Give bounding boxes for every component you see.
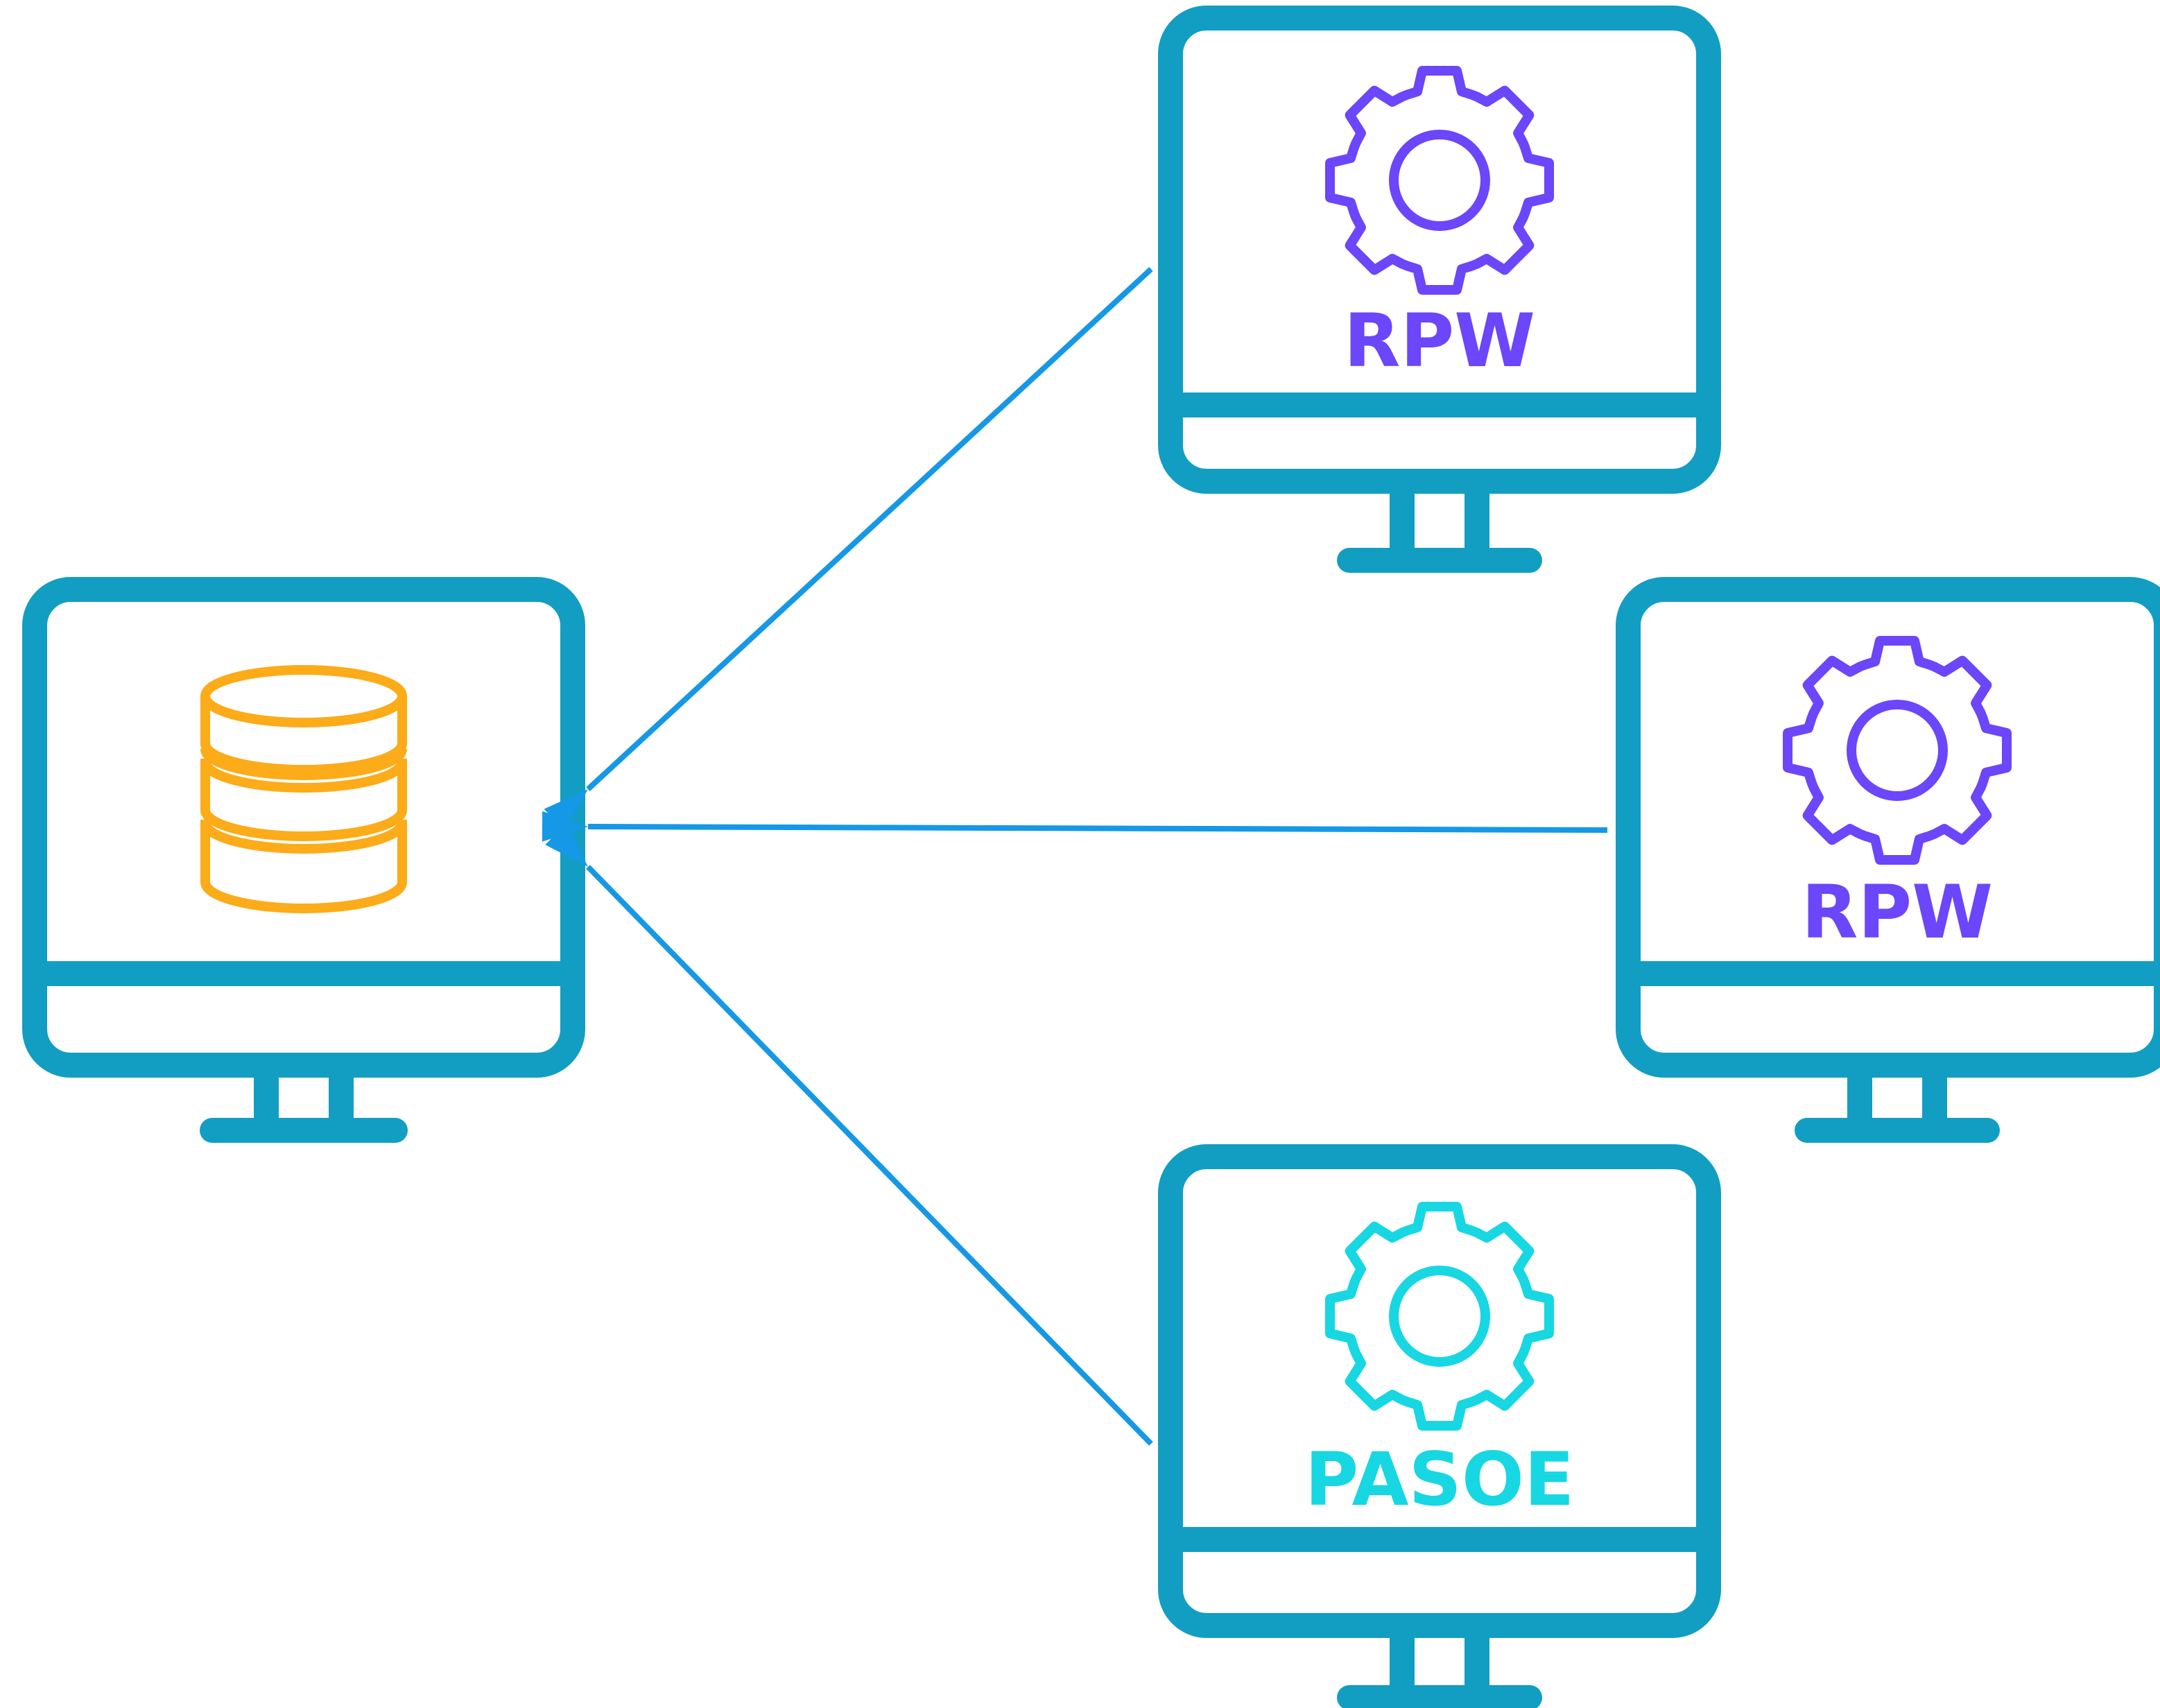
- gear-icon: [1325, 1202, 1554, 1431]
- monitor-icon: [1616, 577, 2160, 1143]
- connections: [542, 267, 1608, 1446]
- database-monitor: [22, 577, 585, 1143]
- node-label-pasoe: PASOE: [1305, 1437, 1575, 1522]
- node-label-rpw: RPW: [1802, 870, 1993, 955]
- database-icon: [200, 665, 407, 913]
- rpw-monitor-top: RPW: [1158, 6, 1721, 573]
- arrow-pasoe-to-database: [545, 823, 1153, 1446]
- arrow-rpw-top-to-database: [544, 267, 1153, 831]
- gear-icon: [1783, 636, 2012, 865]
- arrow-rpw-right-to-database: [542, 811, 1608, 842]
- monitor-icon: [1158, 1144, 1721, 1708]
- monitor-icon: [1158, 6, 1721, 573]
- pasoe-monitor-bottom: PASOE: [1158, 1144, 1721, 1708]
- node-label-rpw: RPW: [1344, 298, 1535, 383]
- rpw-monitor-right: RPW: [1616, 577, 2160, 1143]
- gear-icon: [1325, 66, 1554, 295]
